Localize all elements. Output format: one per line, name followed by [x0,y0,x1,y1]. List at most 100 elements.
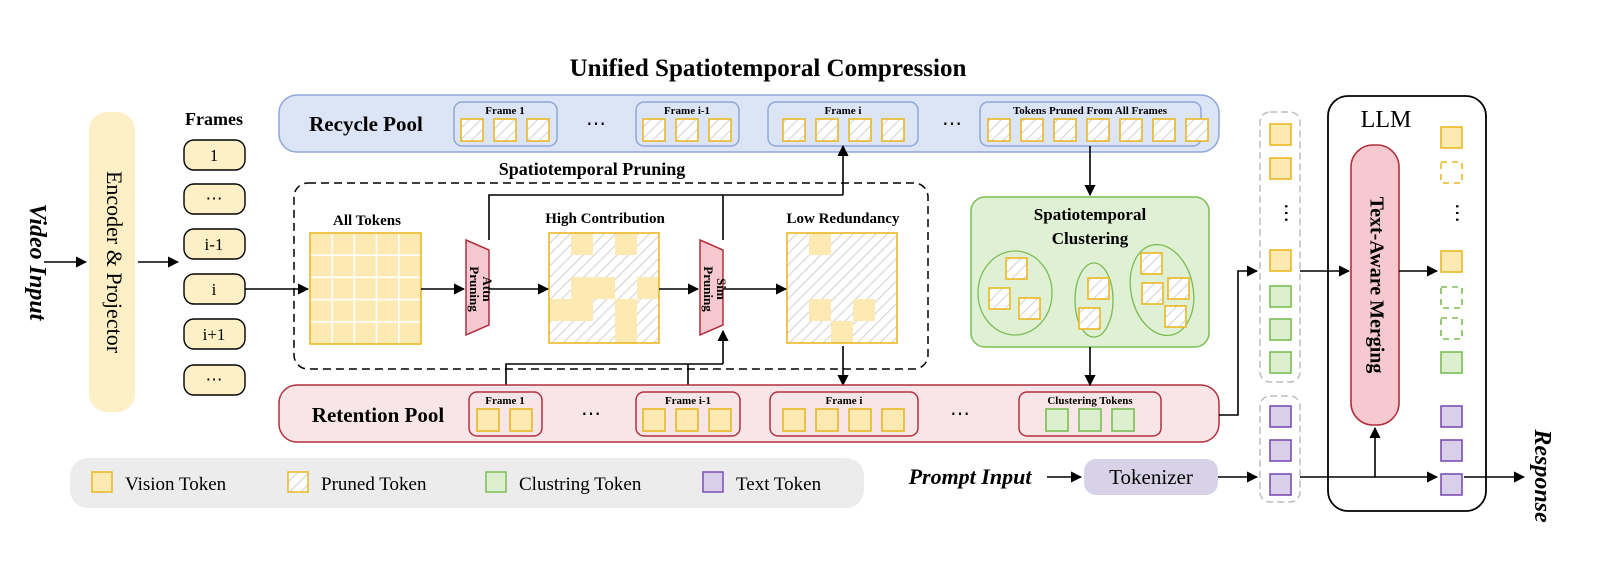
llm-output-tokens [1440,126,1463,496]
vision-token [1269,249,1292,272]
pruned-token [1141,282,1164,305]
pruned-token [1086,118,1110,142]
vision-token-cell [615,233,637,255]
pruned-token-cell [787,299,809,321]
recycle-group-frame-1 [453,101,558,147]
vision-token-cell [353,298,378,323]
pruned-token [642,118,666,142]
vision-token-cell [615,321,637,343]
vision-token-cell [398,298,422,323]
cluster-tokens [988,252,1190,330]
vision-token-cell [637,277,659,299]
legend [70,458,864,508]
pruned-token [1167,277,1190,300]
retention-ellipsis: ⋯ [581,403,601,425]
pruned-token-cell [787,277,809,299]
legend-vision-swatch [91,471,113,493]
pruned-token-cell [831,299,853,321]
sim-pruning-label: Pruning [701,266,716,312]
text-aware-merging-block [1350,144,1400,426]
text-token [1440,439,1463,462]
vision-token-cell [398,254,422,279]
visual-sequence-box [1259,111,1301,383]
attn-pruning-block [465,238,490,337]
cluster-token [1078,408,1102,432]
pruned-token-cell [853,233,875,255]
vision-token [1269,123,1292,146]
legend-text-swatch [702,471,724,493]
vision-token-cell [353,276,378,301]
pruned-token [1164,305,1187,328]
sequence-ellipsis: ⋯ [1275,203,1297,223]
vision-token-cell [331,232,356,256]
retention-ellipsis: ⋯ [950,403,970,425]
llm-box [1327,95,1487,512]
sim-pruning-label: Sim [714,278,729,300]
pruned-token-cell [549,277,571,299]
retention-group-frame-i [769,391,919,437]
recycle-ellipsis: ⋯ [586,113,606,135]
clustering-label: Clustering [1052,229,1129,248]
pruned-token-cell [637,255,659,277]
pruned-token [988,287,1011,310]
frame-item: i-1 [205,235,224,254]
vision-token-cell [309,254,333,279]
pruned-token [493,118,517,142]
pruned-token-cell [571,321,593,343]
retention-group-clustering [1018,391,1162,437]
pruned-token-cell [637,299,659,321]
cluster-token [1440,351,1463,374]
text-token [1269,473,1292,496]
vision-token-cell [309,298,333,323]
frame-item: ⋯ [206,189,223,208]
vision-token-cell [593,277,615,299]
cluster-token [1269,285,1292,308]
recycle-tokens [460,118,1209,142]
frame-item: i [212,280,217,299]
retention-group-label: Clustering Tokens [1047,395,1133,407]
text-token [1269,439,1292,462]
pruned-token-cell [593,255,615,277]
pruned-token-cell [787,321,809,343]
pruned-token-cell [875,233,897,255]
pruned-token-cell [593,321,615,343]
recycle-group-frame-i-1 [635,101,740,147]
vision-token [509,408,533,432]
cluster-token [1269,351,1292,374]
recycle-group-label: Frame i-1 [664,105,710,117]
legend-label: Pruned Token [321,474,427,495]
encoder-box [89,112,135,412]
cluster-groups [977,243,1195,338]
pruned-token [1005,257,1028,280]
pruned-token-cell [787,255,809,277]
recycle-pool-label: Recycle Pool [309,112,423,136]
vision-token-cell [375,254,400,279]
pruned-token [782,118,806,142]
attn-pruning-label: Pruning [467,266,482,312]
vision-token-cell [353,254,378,279]
pruned-token [1053,118,1077,142]
pruned-token [1119,118,1143,142]
vision-token-cell [809,233,831,255]
vision-token-cell [331,276,356,301]
legend-label: Clustring Token [519,474,642,495]
vision-token-cell [309,232,333,256]
vision-token-cell [831,321,853,343]
prompt-input-label: Prompt Input [908,464,1033,489]
pruned-token [460,118,484,142]
vision-token [848,408,872,432]
vision-token [642,408,666,432]
vision-token-cell [615,299,637,321]
pruned-token-cell [875,277,897,299]
pruned-token-cell [853,277,875,299]
vision-token-cell [398,232,422,256]
response-label: Response [1529,428,1555,523]
legend-label: Vision Token [125,474,227,495]
pruned-token [708,118,732,142]
encoder-label: Encoder & Projector [102,171,127,354]
vision-token [1440,126,1463,149]
all-tokens-grid [309,232,422,345]
retention-groups: Frame 1 Frame i-1 Frame i Clustering Tok… [468,391,1162,437]
pruned-token-cell [593,233,615,255]
